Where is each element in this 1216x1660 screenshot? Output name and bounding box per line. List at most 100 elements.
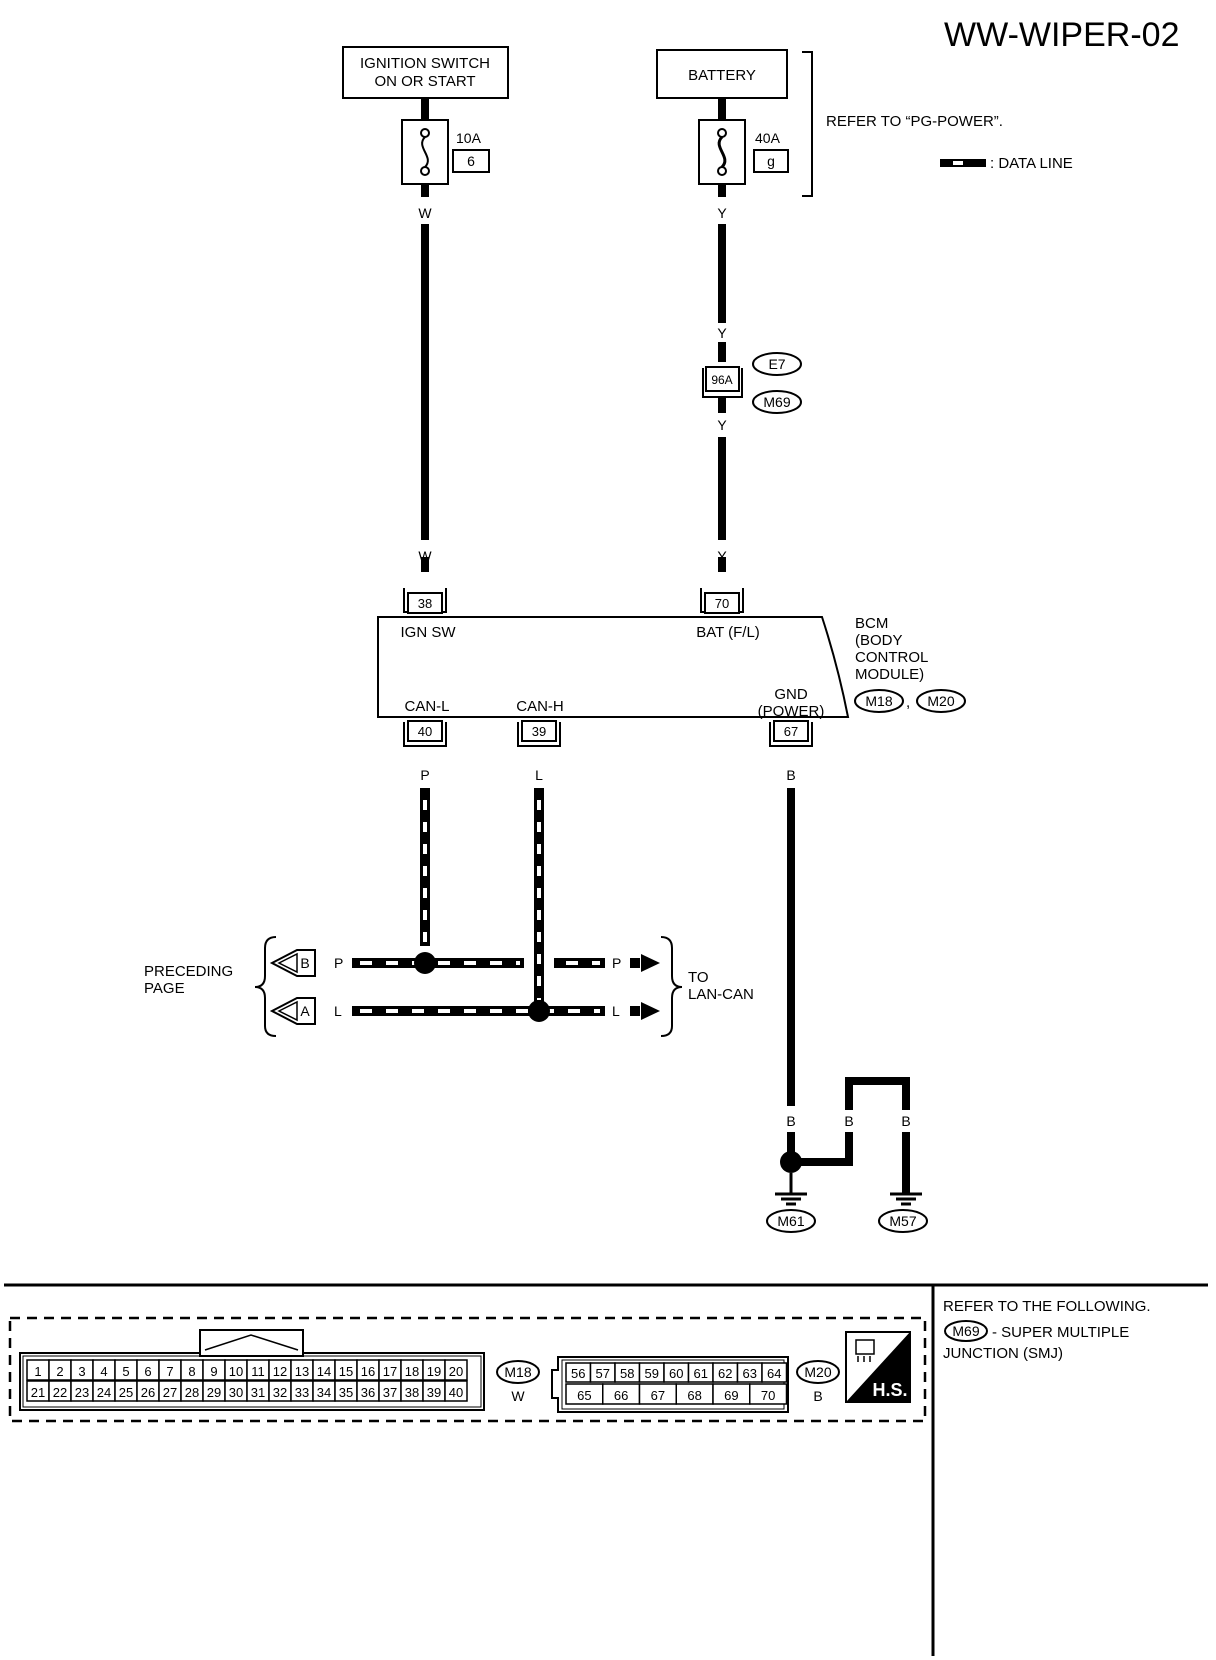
refer-following-2: - SUPER MULTIPLE xyxy=(992,1324,1129,1341)
wire-color-p-right: P xyxy=(612,955,621,971)
pin-number: 1 xyxy=(34,1364,41,1379)
pin-cell xyxy=(761,1362,788,1383)
ignition-switch-box: IGNITION SWITCH ON OR START xyxy=(342,46,509,99)
pin-number: 34 xyxy=(317,1385,331,1400)
pin-number: 21 xyxy=(31,1385,45,1400)
arrow-right-l-icon xyxy=(641,1002,660,1020)
pin-number: 58 xyxy=(620,1366,634,1381)
ground-m61-icon xyxy=(775,1192,807,1206)
pin-number: 65 xyxy=(577,1388,591,1403)
pin-number: 29 xyxy=(207,1385,221,1400)
pin-number: 28 xyxy=(185,1385,199,1400)
pin-number: 17 xyxy=(383,1364,397,1379)
refer-pg-power: REFER TO “PG-POWER”. xyxy=(826,113,1003,130)
ground-m57-badge xyxy=(878,1209,928,1233)
pin-number: 63 xyxy=(743,1366,757,1381)
bcm-pin-label-power: (POWER) xyxy=(758,703,825,720)
pin-number: 22 xyxy=(53,1385,67,1400)
pin-number: 36 xyxy=(361,1385,375,1400)
splice-l xyxy=(528,1000,550,1022)
wire-color-p-1: P xyxy=(420,767,429,783)
bcm-connector-m18: M18 xyxy=(865,693,892,709)
bcm-pin-label-gnd: GND xyxy=(774,686,808,703)
m18-color: W xyxy=(511,1388,525,1404)
pin-number: 60 xyxy=(669,1366,683,1381)
pin-number: 9 xyxy=(210,1364,217,1379)
pin-number: 61 xyxy=(694,1366,708,1381)
connector-m69-label: M69 xyxy=(763,394,790,410)
wire-color-l-1: L xyxy=(535,767,543,783)
fuse-40a-number-box xyxy=(753,149,789,173)
connector-m69-badge xyxy=(752,390,802,414)
bcm-pin-label-can-l: CAN-L xyxy=(404,698,449,715)
pin-number: 33 xyxy=(295,1385,309,1400)
wire-color-y-4: Y xyxy=(717,548,727,564)
bcm-pin-39-connector xyxy=(517,720,561,747)
bcm-pin-38: 38 xyxy=(418,596,432,611)
pin-number: 66 xyxy=(614,1388,628,1403)
bcm-pin-70-connector xyxy=(700,588,744,614)
refer-bracket xyxy=(802,51,813,197)
connector-e7-label: E7 xyxy=(768,356,785,372)
refer-following-3: JUNCTION (SMJ) xyxy=(943,1345,1063,1362)
pin-cell xyxy=(444,1380,468,1402)
wire-color-b-1: B xyxy=(786,767,795,783)
pin-number: 67 xyxy=(651,1388,665,1403)
connector-m18-badge xyxy=(854,689,904,713)
pin-number: 19 xyxy=(427,1364,441,1379)
pin-number: 39 xyxy=(427,1385,441,1400)
pin-cell xyxy=(444,1359,468,1381)
pin-number: 24 xyxy=(97,1385,111,1400)
preceding-page-2: PAGE xyxy=(144,980,185,997)
joint-pin: 96A xyxy=(711,373,732,387)
pin-number: 62 xyxy=(718,1366,732,1381)
pin-number: 14 xyxy=(317,1364,331,1379)
pin-cell xyxy=(749,1383,788,1405)
pin-number: 15 xyxy=(339,1364,353,1379)
m18-badge xyxy=(496,1360,540,1384)
marker-b-icon xyxy=(269,949,316,977)
m18-name: M18 xyxy=(504,1364,531,1380)
m20-color: B xyxy=(813,1388,822,1404)
pin-number: 68 xyxy=(687,1388,701,1403)
bcm-pin-38-connector xyxy=(403,588,447,614)
joint-connector-icon xyxy=(702,366,743,398)
bcm-pin-40-connector xyxy=(403,720,447,747)
page-title: WW-WIPER-02 xyxy=(944,16,1179,54)
pin-number: 23 xyxy=(75,1385,89,1400)
fuse-10a-number-box xyxy=(452,149,490,173)
harness-side-label: H.S. xyxy=(872,1380,907,1400)
pin-number: 31 xyxy=(251,1385,265,1400)
ignition-switch-label-2: ON OR START xyxy=(374,73,475,90)
connector-m20-badge xyxy=(916,689,966,713)
pin-number: 16 xyxy=(361,1364,375,1379)
wire-color-l-right: L xyxy=(612,1003,620,1019)
data-line-label: : DATA LINE xyxy=(990,155,1073,172)
bcm-name-2: (BODY xyxy=(855,632,903,649)
bcm-pin-67: 67 xyxy=(784,724,798,739)
wire-color-w-2: W xyxy=(418,548,432,564)
to-lan-can-1: TO xyxy=(688,969,709,986)
bcm-pin-70: 70 xyxy=(715,596,729,611)
pin-number: 59 xyxy=(645,1366,659,1381)
ground-splice xyxy=(780,1151,802,1173)
wire-color-y-1: Y xyxy=(717,205,727,221)
to-lan-can-2: LAN-CAN xyxy=(688,986,754,1003)
pin-number: 64 xyxy=(767,1366,781,1381)
pin-number: 30 xyxy=(229,1385,243,1400)
wire-color-p-left: P xyxy=(334,955,343,971)
bcm-pin-40: 40 xyxy=(418,724,432,739)
ground-m57-icon xyxy=(890,1192,922,1206)
bcm-name-1: BCM xyxy=(855,615,888,632)
marker-a-icon xyxy=(269,997,316,1025)
wire-color-y-2: Y xyxy=(717,325,727,341)
data-line-legend: : DATA LINE xyxy=(940,155,1073,172)
pin-number: 25 xyxy=(119,1385,133,1400)
ground-jumper-wire xyxy=(800,1132,853,1166)
wire-color-l-left: L xyxy=(334,1003,342,1019)
wire-color-b-2: B xyxy=(786,1113,795,1129)
wire-color-w-1: W xyxy=(418,205,432,221)
